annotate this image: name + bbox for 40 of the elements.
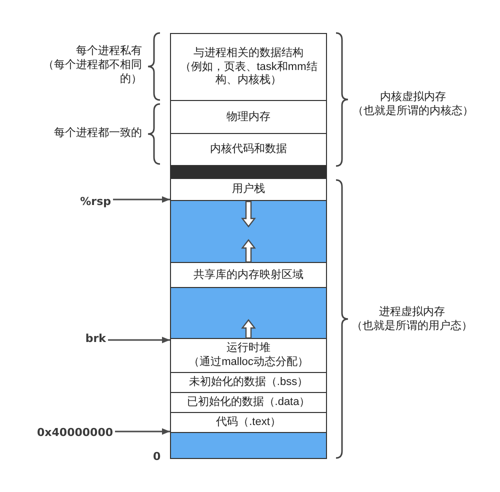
memory-segment <box>170 338 327 374</box>
pointer-label: 0x40000000 <box>37 426 113 438</box>
bracket-note: 内核虚拟内存 <box>380 90 446 104</box>
segment-label: 内核代码和数据 <box>210 143 287 156</box>
empty-segment <box>170 432 327 458</box>
memory-segment <box>170 178 327 202</box>
memory-segment <box>170 133 327 166</box>
segment-label: 用户栈 <box>232 183 265 196</box>
pointer-label: %rsp <box>80 194 111 208</box>
hollow-arrow <box>241 319 256 339</box>
pointer-label: brk <box>85 332 106 344</box>
segment-label: 未初始化的数据（.bss） <box>188 376 308 390</box>
memory-segment <box>170 100 327 134</box>
bracket-note: （也就是所谓的用户态） <box>352 319 472 333</box>
hollow-arrow <box>241 200 256 228</box>
memory-segment <box>170 33 327 102</box>
empty-segment <box>170 200 327 264</box>
segment-label: 代码（.text） <box>216 416 281 430</box>
bracket-note: （每个进程都不相同的） <box>42 58 142 86</box>
memory-segment <box>170 392 327 414</box>
bracket-note: （也就是所谓的内核态） <box>352 104 474 118</box>
segment-note: （通过malloc动态分配） <box>188 356 308 370</box>
bracket-note: 进程虚拟内存 <box>379 305 445 319</box>
memory-segment <box>170 412 327 434</box>
segment-label: 物理内存 <box>226 110 270 124</box>
empty-segment <box>170 287 327 340</box>
segment-label: 运行时堆 <box>226 342 270 356</box>
segment-label: 已初始化的数据（.data） <box>186 396 310 410</box>
bracket-note: 每个进程都一致的 <box>54 126 142 140</box>
segment-label: 共享库的内存映射区域 <box>194 268 304 282</box>
address-label: 0 <box>153 450 161 464</box>
hollow-arrow <box>241 239 256 263</box>
pointer-arrow <box>113 196 170 203</box>
segment-note: （例如，页表、task和mm结构、内核栈） <box>178 61 318 88</box>
memory-segment <box>170 262 327 288</box>
pointer-arrow <box>108 336 170 344</box>
segment-label: 与进程相关的数据结构 <box>194 47 304 60</box>
bracket-note: 每个进程私有 <box>76 44 142 58</box>
pointer-arrow <box>115 428 170 435</box>
memory-segment <box>170 372 327 394</box>
